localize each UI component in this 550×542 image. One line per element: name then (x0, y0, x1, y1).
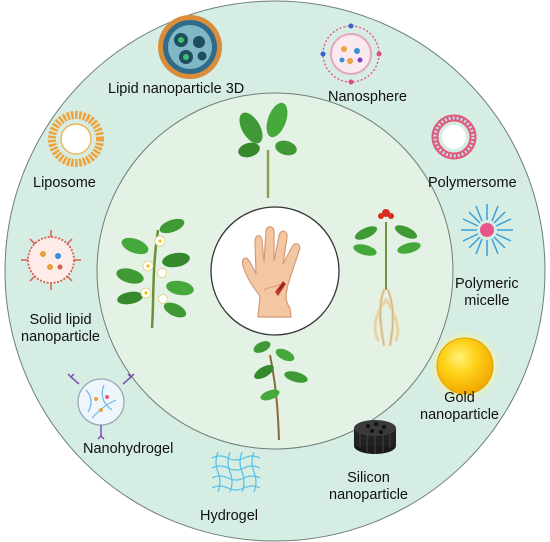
tea-plant-flowers-icon (116, 218, 194, 329)
wounded-hand-icon (241, 226, 301, 318)
hydrogel-icon (211, 451, 261, 493)
label-lipid-nanoparticle-3d: Lipid nanoparticle 3D (108, 81, 245, 97)
polymersome-icon (431, 114, 477, 160)
solid-lipid-nanoparticle-icon (21, 230, 81, 290)
label-hydrogel: Hydrogel (200, 508, 259, 524)
label-nanohydrogel: Nanohydrogel (83, 441, 174, 457)
silicon-nanoparticle-icon (354, 420, 396, 454)
label-liposome: Liposome (33, 175, 96, 191)
label-nanosphere: Nanosphere (328, 89, 407, 105)
plant-seedling-top-icon (238, 102, 297, 198)
polymeric-micelle-icon (461, 204, 513, 256)
label-polymersome: Polymersome (428, 175, 517, 191)
nanosphere-icon (320, 23, 382, 85)
label-gold-nanoparticle: Gold nanoparticle (420, 390, 499, 423)
label-silicon-nanoparticle: Silicon nanoparticle (329, 470, 408, 503)
label-polymeric-micelle: Polymeric micelle (455, 276, 519, 309)
plant-seedling-bottom-icon (253, 341, 308, 441)
lipid-nanoparticle-3d-icon (158, 15, 222, 79)
gold-nanoparticle-icon (429, 330, 501, 402)
label-solid-lipid-nanoparticle: Solid lipid nanoparticle (21, 312, 100, 345)
nanohydrogel-icon (67, 373, 135, 440)
liposome-icon (48, 111, 104, 167)
ginseng-plant-icon (353, 209, 421, 347)
